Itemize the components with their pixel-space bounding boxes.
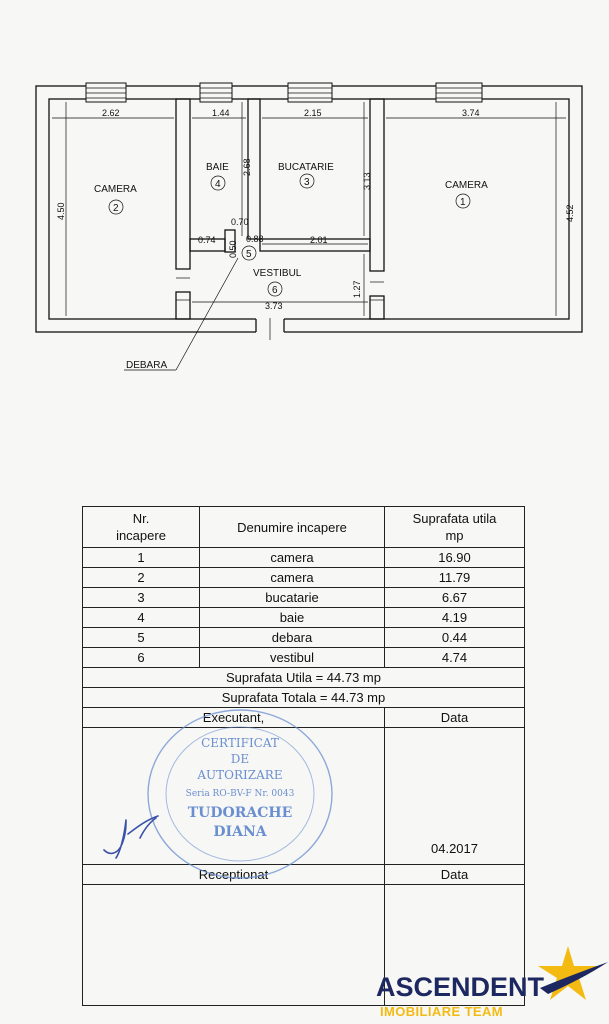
- svg-text:DIANA: DIANA: [213, 824, 267, 840]
- dim-bucatarie-height: 3.13: [362, 172, 372, 190]
- receptionat-label: Receptionat: [82, 864, 385, 885]
- room-number-5: 5: [246, 249, 252, 260]
- dim-baie-door: 0.74: [198, 235, 216, 245]
- logo-name: ASCENDENT: [376, 972, 545, 1002]
- room-number-1: 1: [460, 197, 466, 208]
- room-number-4: 4: [215, 179, 221, 190]
- ascendent-logo: ASCENDENT IMOBILIARE TEAM: [372, 944, 609, 1024]
- dim-baie-height: 2.68: [242, 158, 252, 176]
- signature-cell: [82, 727, 385, 865]
- room-label-vestibul: VESTIBUL: [253, 268, 302, 279]
- surface-table: Nr.incapere Denumire incapere Suprafata …: [82, 506, 525, 1006]
- signature: [103, 815, 159, 859]
- suprafata-totala-row: Suprafata Totala = 44.73 mp: [82, 687, 525, 708]
- dim-vestibul-top: 2.01: [310, 235, 328, 245]
- svg-text:TUDORACHE: TUDORACHE: [188, 805, 293, 821]
- logo-tagline: IMOBILIARE TEAM: [380, 1004, 503, 1019]
- svg-text:AUTORIZARE: AUTORIZARE: [196, 768, 282, 782]
- debara-label: DEBARA: [126, 360, 167, 371]
- dim-top-camera2: 2.62: [102, 108, 120, 118]
- dim-debara-door: 0.88: [246, 234, 264, 244]
- dim-right-camera1: 4.52: [565, 204, 575, 222]
- dim-debara-depth: 0.50: [228, 240, 238, 258]
- room-number-6: 6: [272, 285, 278, 296]
- svg-text:Seria RO-BV-F Nr. 0043: Seria RO-BV-F Nr. 0043: [186, 789, 295, 799]
- dim-top-baie: 1.44: [212, 108, 230, 118]
- receptionat-sign-row: [82, 884, 525, 1006]
- dim-left-camera2: 4.50: [56, 202, 66, 220]
- room-label-bucatarie: BUCATARIE: [278, 162, 334, 173]
- floor-plan: 2.62 1.44 2.15 3.74 4.50 2.68 3.13 4.52 …: [35, 82, 583, 371]
- svg-text:CERTIFICAT: CERTIFICAT: [201, 736, 279, 750]
- date-value: 04.2017: [384, 727, 525, 865]
- dimension-lines: [52, 102, 566, 316]
- star-swoosh-icon: [538, 946, 608, 1000]
- windows: [85, 82, 483, 103]
- dim-vestibul-height: 1.27: [352, 280, 362, 298]
- header-name: Denumire incapere: [199, 506, 385, 548]
- room-label-baie: BAIE: [206, 162, 229, 173]
- signature-row: 04.2017: [82, 727, 525, 865]
- room-number-3: 3: [304, 177, 310, 188]
- dim-vestibul-length: 3.73: [265, 301, 283, 311]
- receptionat-row: Receptionat Data: [82, 864, 525, 885]
- authorization-stamp: CERTIFICAT DE AUTORIZARE Seria RO-BV-F N…: [147, 709, 333, 879]
- data-label-2: Data: [384, 864, 525, 885]
- debara-leader: [175, 257, 239, 371]
- executant-row: Executant, Data: [82, 707, 525, 728]
- svg-text:DE: DE: [231, 752, 249, 766]
- data-label: Data: [384, 707, 525, 728]
- suprafata-utila-row: Suprafata Utila = 44.73 mp: [82, 667, 525, 688]
- interior-walls: [175, 98, 385, 340]
- room-label-camera1: CAMERA: [445, 180, 488, 191]
- dim-top-camera1: 3.74: [462, 108, 480, 118]
- dim-top-bucatarie: 2.15: [304, 108, 322, 118]
- header-nr: Nr.incapere: [82, 506, 200, 548]
- room-label-camera2: CAMERA: [94, 184, 137, 195]
- table-header-row: Nr.incapere Denumire incapere Suprafata …: [82, 506, 525, 548]
- dim-debara-width: 0.70: [231, 217, 249, 227]
- room-number-2: 2: [113, 203, 119, 214]
